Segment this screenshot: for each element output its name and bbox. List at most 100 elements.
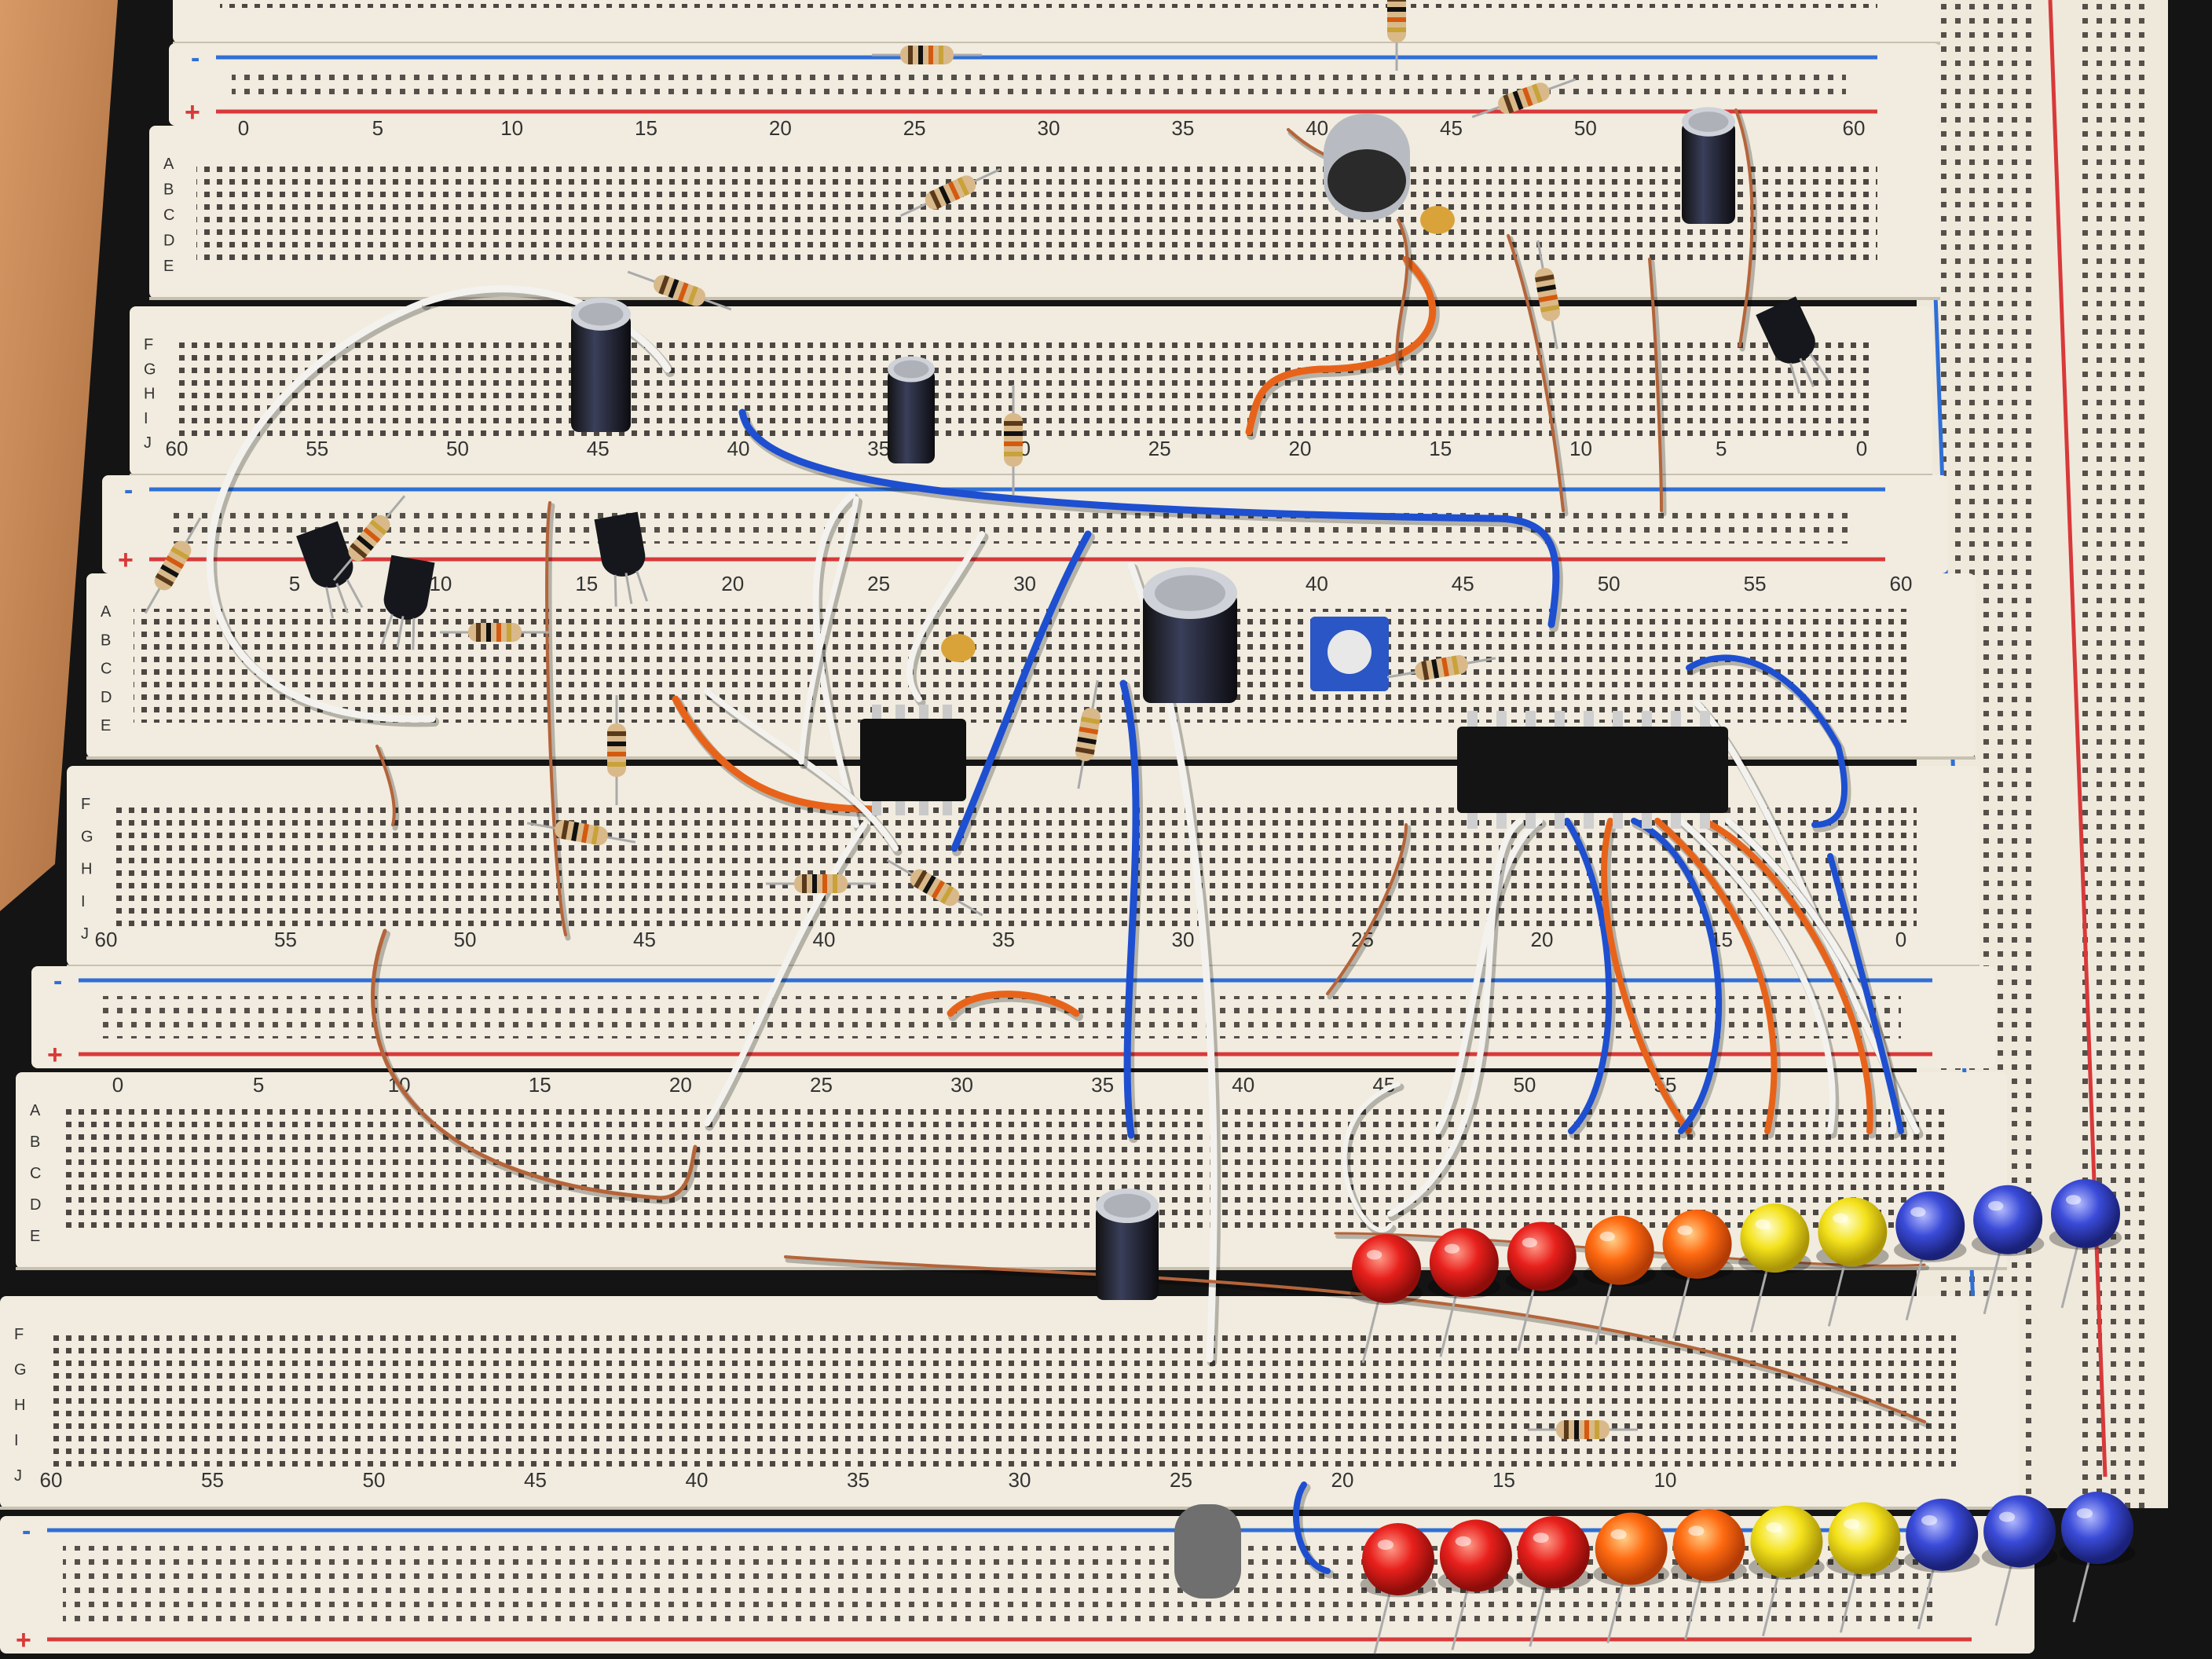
resistor-band <box>580 823 589 844</box>
column-number: 20 <box>721 572 744 595</box>
resistor <box>607 695 626 805</box>
wire-copper <box>375 745 396 826</box>
transistor-lead <box>1799 357 1815 388</box>
column-number: 55 <box>201 1468 224 1492</box>
led-red <box>1352 1234 1421 1303</box>
led-lead <box>1672 1275 1691 1339</box>
resistor-band <box>1595 1420 1599 1439</box>
column-number: 60 <box>1843 116 1866 140</box>
led-red <box>1362 1523 1434 1595</box>
transistor-lead <box>396 616 405 648</box>
resistor-band <box>571 822 580 841</box>
resistor <box>766 874 876 893</box>
column-number: 30 <box>1172 928 1195 951</box>
ic-pin <box>1613 711 1623 727</box>
column-number: 20 <box>769 116 792 140</box>
column-number: 5 <box>1716 437 1727 460</box>
resistor-band <box>1531 83 1543 104</box>
wire-blue <box>1686 654 1848 828</box>
column-number: 25 <box>867 572 890 595</box>
breadboard-strip: 051015202530354045505560ABCDE <box>149 116 1940 300</box>
row-letter: C <box>30 1165 41 1182</box>
rail-minus-mark: - <box>191 43 200 73</box>
hole-grid <box>196 161 1877 263</box>
resistor-band <box>939 46 943 64</box>
led-lead <box>1595 1281 1613 1346</box>
wire-shadow <box>1396 220 1412 375</box>
transistor-lead <box>1809 353 1829 381</box>
breadboard-strip: -+ <box>169 43 1940 127</box>
capacitor-body <box>1096 1206 1159 1300</box>
resistor <box>886 859 983 917</box>
resistor-band <box>918 46 923 64</box>
resistor-band <box>928 46 933 64</box>
resistor-band <box>1387 17 1406 22</box>
resistor <box>899 168 1002 217</box>
resistor-band <box>929 189 942 210</box>
hole-grid <box>134 609 1913 723</box>
resistor-band <box>607 762 626 767</box>
transistor-lead <box>412 617 416 650</box>
wire-shadow <box>785 1257 1930 1428</box>
led-lead <box>1439 1293 1458 1357</box>
resistor-band <box>1080 716 1101 725</box>
resistor-band <box>1004 452 1023 456</box>
wire-white <box>704 688 899 851</box>
ic-pin <box>1555 711 1565 727</box>
column-number: 30 <box>1009 1468 1031 1492</box>
rail-holes <box>165 505 1854 544</box>
led-blue <box>1983 1495 2056 1568</box>
resistor-band <box>938 185 951 205</box>
wire-blue <box>1293 1481 1331 1574</box>
led-lead <box>2060 1244 2079 1309</box>
wire-orange <box>1701 818 1873 1134</box>
row-letter: A <box>30 1102 41 1119</box>
resistor <box>1004 385 1023 495</box>
led-lead <box>1749 1269 1768 1333</box>
ic-body <box>1457 727 1728 813</box>
led-highlight <box>1755 1219 1771 1229</box>
resistor-band <box>607 731 626 736</box>
rail-plus-mark: + <box>16 1625 31 1655</box>
transistor-body <box>383 555 435 620</box>
resistor-band <box>1512 90 1524 111</box>
ic-pin <box>1671 813 1681 829</box>
led-lead <box>1905 1257 1924 1320</box>
resistor-band <box>1536 284 1556 293</box>
resistor-band <box>607 752 626 756</box>
resistor <box>1075 679 1101 789</box>
breadboard-strip <box>173 0 1940 45</box>
led-highlight <box>1444 1243 1460 1254</box>
transistor <box>1756 296 1829 394</box>
hole-grid <box>220 4 1877 8</box>
capacitor-body <box>1682 122 1735 224</box>
wire-white <box>1342 1082 1401 1232</box>
resistor-band <box>939 885 954 904</box>
resistor-band <box>1574 1420 1579 1439</box>
microphone-face <box>1328 149 1406 212</box>
transistor-lead <box>624 573 633 605</box>
led-highlight <box>2076 1508 2093 1519</box>
row-letter: C <box>163 207 174 224</box>
wire-copper <box>1395 218 1409 371</box>
column-number: 55 <box>274 928 297 951</box>
led-highlight <box>1910 1207 1926 1218</box>
ic-pin <box>1584 813 1594 829</box>
row-letter: A <box>163 156 174 173</box>
electret-microphone <box>1324 114 1410 220</box>
transistor-lead <box>1789 362 1801 394</box>
column-number: 10 <box>1654 1468 1677 1492</box>
led-lead <box>2072 1558 2091 1623</box>
wire-white <box>1434 818 1543 1134</box>
resistor-band <box>1421 661 1430 680</box>
column-number: 0 <box>238 116 249 140</box>
resistor-band <box>957 177 970 196</box>
led-lead <box>1917 1566 1936 1630</box>
resistor <box>440 623 550 642</box>
led-lead <box>1529 1583 1547 1647</box>
resistor-band <box>561 820 569 840</box>
rail-plus-mark: + <box>185 97 200 127</box>
led-lead <box>1373 1590 1392 1654</box>
resistor <box>627 270 732 311</box>
resistor-band <box>1387 7 1406 12</box>
